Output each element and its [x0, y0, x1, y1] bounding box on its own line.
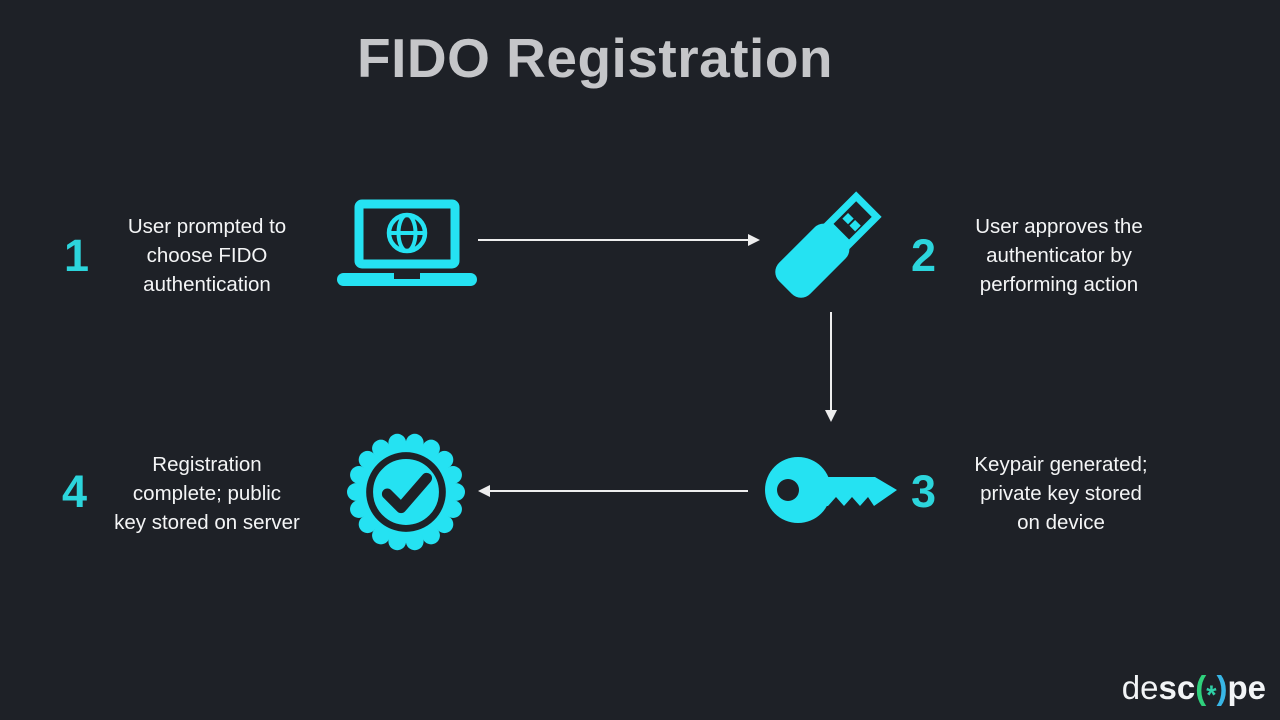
usb-authenticator-icon: [775, 191, 882, 298]
step-3-line-1: Keypair generated;: [974, 453, 1148, 476]
step-2-number: 2: [911, 230, 937, 281]
logo-text-sc: sc: [1158, 669, 1196, 706]
step-2-line-3: performing action: [979, 273, 1139, 296]
step-1-line-2: choose FIDO: [146, 244, 268, 267]
page-title: FIDO Registration: [356, 27, 834, 89]
step-1-text: User prompted to choose FIDO authenticat…: [86, 212, 328, 299]
key-icon: [765, 457, 897, 523]
step-3-line-3: on device: [1017, 511, 1105, 534]
step-1-line-3: authentication: [143, 273, 271, 296]
step-1-number: 1: [64, 230, 90, 281]
step-2-line-1: User approves the: [975, 215, 1143, 238]
logo-text-de: de: [1121, 669, 1159, 706]
step-3-text: Keypair generated; private key stored on…: [938, 450, 1184, 537]
logo-asterisk-icon: *: [1206, 679, 1217, 710]
step-4-number: 4: [62, 466, 88, 517]
descope-logo: desc(*)pe: [1121, 669, 1266, 708]
step-2-text: User approves the authenticator by perfo…: [938, 212, 1180, 299]
step-4-line-3: key stored on server: [114, 511, 300, 534]
logo-paren-close-icon: ): [1216, 669, 1228, 706]
step-4-text: Registration complete; public key stored…: [84, 450, 330, 537]
arrow-step1-to-step2: [478, 234, 760, 246]
arrow-step2-to-step3: [825, 312, 837, 422]
arrow-step3-to-step4: [478, 485, 748, 497]
step-3-line-2: private key stored: [980, 482, 1142, 505]
step-4-line-1: Registration: [152, 453, 262, 476]
laptop-globe-icon: [337, 199, 477, 286]
check-badge-icon: [347, 433, 465, 551]
logo-paren-open-icon: (: [1195, 669, 1207, 706]
step-4-line-2: complete; public: [132, 482, 282, 505]
step-2-line-2: authenticator by: [986, 244, 1132, 267]
step-1-line-1: User prompted to: [127, 215, 287, 238]
logo-text-pe: pe: [1227, 669, 1266, 706]
step-3-number: 3: [911, 466, 937, 517]
